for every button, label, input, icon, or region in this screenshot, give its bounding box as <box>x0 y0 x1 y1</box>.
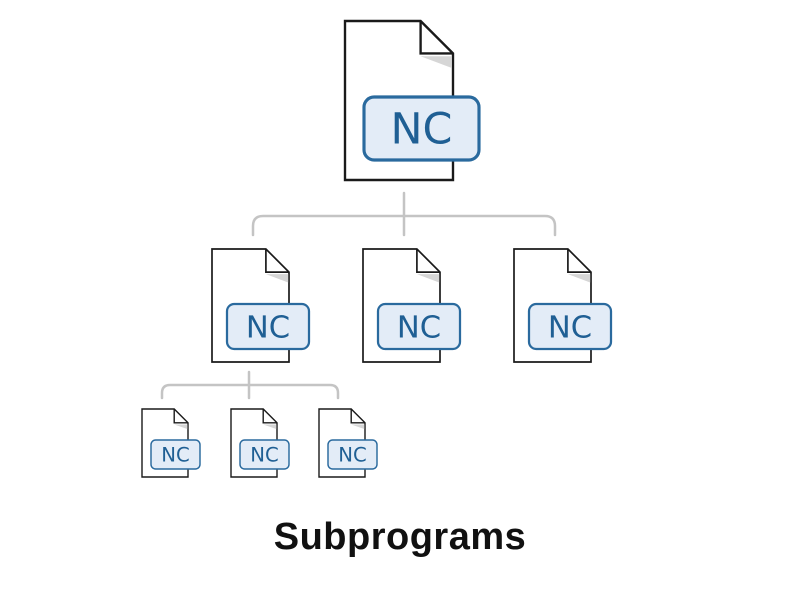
diagram-title: Subprograms <box>273 516 527 558</box>
nc-badge: NC <box>376 302 462 351</box>
page-fold-icon <box>419 21 453 55</box>
page-fold-icon <box>265 249 289 273</box>
fold-shadow <box>420 56 452 68</box>
nc-badge: NC <box>225 302 311 351</box>
nc-badge: NC <box>150 439 201 470</box>
nc-badge: NC <box>239 439 290 470</box>
nc-badge-label: NC <box>338 443 367 466</box>
fold-shadow <box>263 424 277 430</box>
nested-subprogram-document-1: NC <box>141 408 201 478</box>
nc-badge: NC <box>327 439 378 470</box>
nc-badge-frame <box>239 439 290 470</box>
nc-badge-frame <box>376 302 462 351</box>
subprogram-document-1: NC <box>211 248 311 363</box>
nc-badge-label: NC <box>250 443 279 466</box>
nc-badge: NC <box>527 302 613 351</box>
nc-badge-frame <box>362 95 481 162</box>
nc-badge-label: NC <box>397 310 441 345</box>
nested-subprogram-document-2: NC <box>230 408 290 478</box>
page-fold-icon <box>567 249 591 273</box>
page-fold-icon <box>350 409 365 424</box>
subprogram-document-2: NC <box>362 248 462 363</box>
fold-shadow <box>567 274 591 283</box>
nested-subprogram-document-3: NC <box>318 408 378 478</box>
fold-shadow <box>174 424 188 430</box>
nc-badge-frame <box>225 302 311 351</box>
nc-badge-label: NC <box>161 443 190 466</box>
page-fold-icon <box>173 409 188 424</box>
nc-badge-frame <box>327 439 378 470</box>
nc-badge-label: NC <box>246 310 290 345</box>
fold-shadow <box>351 424 365 430</box>
fold-shadow <box>416 274 440 283</box>
connector-sub-branch <box>160 383 340 400</box>
page-fold-icon <box>416 249 440 273</box>
subprogram-document-3: NC <box>513 248 613 363</box>
root-program-document: NC <box>343 19 481 182</box>
nc-badge-frame <box>150 439 201 470</box>
connector-root-branch <box>251 214 557 237</box>
nc-badge-label: NC <box>391 105 453 155</box>
nc-badge-label: NC <box>548 310 592 345</box>
nc-badge: NC <box>362 95 481 162</box>
nc-badge-frame <box>527 302 613 351</box>
fold-shadow <box>265 274 289 283</box>
page-fold-icon <box>262 409 277 424</box>
